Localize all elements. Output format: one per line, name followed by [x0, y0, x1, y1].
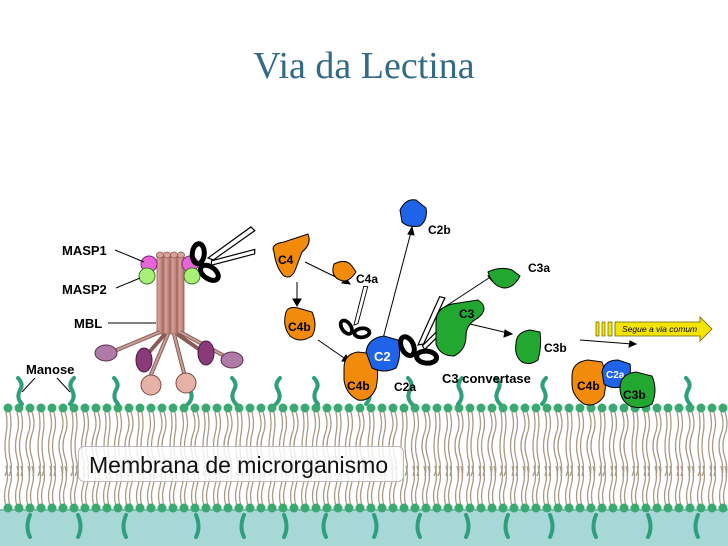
label-c2b: C2b — [428, 223, 451, 237]
c4-molecule — [272, 233, 310, 278]
mbl-head — [220, 351, 244, 369]
membrane-label: Membrana de microrganismo — [78, 446, 404, 482]
page-title: Via da Lectina — [253, 45, 475, 87]
label-c3b-right: C3b — [623, 388, 646, 402]
label-c2a-mid: C2a — [394, 380, 416, 394]
c2b-fragment — [399, 199, 427, 227]
label-c3a: C3a — [528, 261, 550, 275]
c3b-molecule — [515, 329, 542, 365]
scissors-icon — [189, 226, 256, 283]
label-c2a-right: C2a — [606, 370, 625, 381]
label-masp1: MASP1 — [62, 243, 107, 258]
label-manose: Manose — [26, 362, 74, 377]
label-c2: C2 — [374, 349, 391, 364]
label-c4b-right: C4b — [577, 379, 600, 393]
label-c3: C3 — [459, 307, 475, 321]
mbl-head — [140, 374, 162, 396]
leader-lines — [21, 249, 156, 393]
masp2-right — [183, 267, 201, 285]
block-arrow-icon — [595, 316, 713, 342]
mbl-complex — [94, 251, 244, 396]
label-segue-via-comum: Segue a via comum — [622, 324, 697, 334]
label-c4: C4 — [278, 253, 294, 267]
c4b-bound — [343, 351, 379, 401]
label-masp2: MASP2 — [62, 282, 107, 297]
label-c4b-mid: C4b — [347, 379, 370, 393]
mbl-head — [175, 372, 197, 394]
membrane-base — [0, 510, 728, 546]
c4a-fragment — [332, 260, 357, 282]
mbl-stalks — [156, 251, 185, 335]
mbl-head — [197, 340, 215, 366]
label-c4b-top: C4b — [288, 320, 311, 334]
mbl-head — [94, 344, 118, 362]
label-c3b-mid: C3b — [544, 341, 567, 355]
scissors-icon — [338, 286, 372, 340]
c4b-molecule — [284, 307, 316, 341]
c3-molecule — [435, 299, 485, 357]
label-c4a: C4a — [356, 272, 378, 286]
c3a-fragment — [487, 267, 521, 289]
lipid-bilayer — [3, 403, 728, 513]
c3b-convertase — [619, 371, 656, 409]
masp2-left — [138, 267, 156, 285]
label-mbl: MBL — [74, 316, 102, 331]
c2-molecule — [365, 335, 401, 372]
c4b-convertase — [571, 359, 607, 406]
mbl-head — [135, 347, 153, 373]
label-c3-convertase: C3 convertase — [442, 371, 531, 386]
